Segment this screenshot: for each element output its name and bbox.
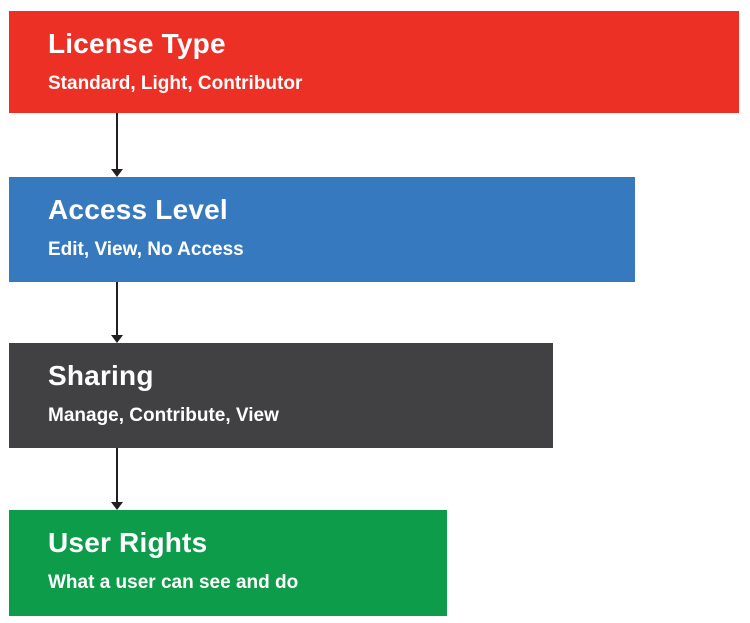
arrow-line	[116, 113, 118, 169]
arrow-head-icon	[111, 502, 123, 510]
arrow-head-icon	[111, 335, 123, 343]
step-title: User Rights	[48, 527, 208, 558]
step-title: Access Level	[48, 194, 228, 225]
step-subtitle: Standard, Light, Contributor	[48, 73, 303, 94]
arrow-line	[116, 282, 118, 335]
step-subtitle: What a user can see and do	[48, 572, 299, 593]
step-subtitle: Manage, Contribute, View	[48, 405, 279, 426]
step-license-type: License Type Standard, Light, Contributo…	[9, 11, 739, 113]
step-user-rights: User Rights What a user can see and do	[9, 510, 447, 616]
arrow-line	[116, 448, 118, 502]
down-arrow-connector	[111, 113, 124, 177]
step-access-level: Access Level Edit, View, No Access	[9, 177, 635, 282]
step-title: Sharing	[48, 360, 154, 391]
down-arrow-connector	[111, 282, 124, 343]
step-subtitle: Edit, View, No Access	[48, 239, 244, 260]
arrow-head-icon	[111, 169, 123, 177]
down-arrow-connector	[111, 448, 124, 510]
step-sharing: Sharing Manage, Contribute, View	[9, 343, 553, 448]
step-title: License Type	[48, 28, 226, 59]
